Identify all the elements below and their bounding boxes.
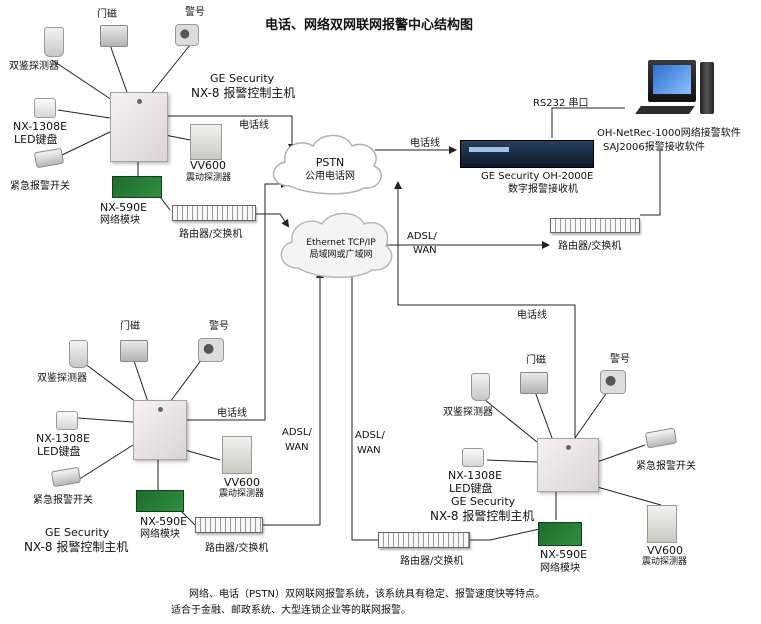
- site3-keypad-model: NX-1308E: [448, 469, 503, 482]
- center-phone-line-label: 电话线: [410, 138, 440, 149]
- siren-icon: [600, 370, 626, 394]
- center-wan-label: WAN: [413, 245, 437, 256]
- site2-nx8-model: NX-8: [24, 540, 53, 554]
- keypad-icon: [462, 448, 484, 467]
- network-module-icon: [112, 176, 162, 198]
- site1-phone-line-label: 电话线: [239, 120, 269, 131]
- site2-module-model: NX-590E: [140, 515, 188, 528]
- site2-vv600-model: VV600: [224, 476, 261, 489]
- monitor-icon: [648, 60, 696, 102]
- site2-adsl-label: ADSL/: [282, 427, 312, 438]
- network-module-icon: [136, 490, 184, 512]
- router-icon: [172, 205, 256, 221]
- ethernet-cloud: [280, 212, 393, 278]
- site2-wan-label: WAN: [285, 442, 309, 453]
- keypad-icon: [34, 98, 56, 118]
- site2-keypad-name: LED键盘: [37, 445, 81, 458]
- software-2-label: SAJ2006报警接收软件: [603, 142, 705, 153]
- footer-line-1: 网络、电话（PSTN）双网联网报警系统，该系统具有稳定、报警速度快等特点。: [189, 589, 545, 600]
- site2-nx8-name: 报警控制主机: [56, 540, 129, 554]
- site2-ge-security: GE Security: [45, 526, 110, 539]
- site1-nx8-name: 报警控制主机: [223, 86, 296, 100]
- site2-dual-detector-label: 双鉴探测器: [37, 373, 87, 384]
- site3-keypad-name: LED键盘: [449, 482, 493, 495]
- site2-module-name: 网络模块: [140, 529, 180, 540]
- control-panel-icon: [537, 438, 599, 492]
- receiver-model: GE Security OH-2000E: [481, 171, 594, 182]
- rs232-label: RS232 串口: [533, 98, 589, 109]
- dual-detector-icon: [471, 373, 490, 401]
- control-panel-icon: [110, 92, 168, 162]
- computer-tower-icon: [700, 62, 714, 114]
- site2-router-label: 路由器/交换机: [205, 543, 269, 554]
- site1-siren-label: 警号: [185, 7, 205, 18]
- site3-phone-line-label: 电话线: [517, 310, 547, 321]
- center-router-label: 路由器/交换机: [558, 241, 622, 252]
- site2-keypad-model: NX-1308E: [36, 432, 91, 445]
- site2-panic-switch-label: 紧急报警开关: [33, 495, 93, 506]
- pstn-name: 公用电话网: [305, 171, 355, 182]
- siren-icon: [198, 338, 224, 362]
- dual-detector-icon: [44, 27, 64, 57]
- router-icon: [550, 218, 640, 233]
- site3-module-model: NX-590E: [540, 548, 588, 561]
- site3-panic-switch-label: 紧急报警开关: [636, 461, 696, 472]
- vibration-detector-icon: [190, 124, 222, 160]
- site3-vv600-name: 震动探测器: [642, 557, 688, 567]
- site2-door-contact-label: 门磁: [120, 321, 140, 332]
- receiver-name: 数字报警接收机: [508, 184, 578, 195]
- keypad-icon: [56, 411, 78, 430]
- vibration-detector-icon: [647, 505, 677, 543]
- software-1-label: OH-NetRec-1000网络接警软件: [597, 128, 741, 139]
- site2-siren-label: 警号: [209, 321, 229, 332]
- site3-module-name: 网络模块: [540, 563, 580, 574]
- dual-detector-icon: [69, 340, 88, 368]
- site3-ge-security: GE Security: [451, 495, 516, 508]
- site1-router-label: 路由器/交换机: [179, 229, 243, 240]
- site1-keypad-name: LED键盘: [14, 133, 58, 146]
- site1-module-model: NX-590E: [100, 201, 148, 214]
- network-module-icon: [538, 522, 582, 546]
- door-contact-icon: [520, 372, 548, 394]
- site1-ge-security: GE Security: [210, 72, 275, 85]
- router-icon: [195, 517, 263, 533]
- site1-vv600-name: 震动探测器: [186, 173, 232, 183]
- site3-adsl-label: ADSL/: [355, 430, 385, 441]
- vibration-detector-icon: [222, 436, 252, 474]
- site3-router-label: 路由器/交换机: [400, 556, 464, 567]
- site1-nx8-model: NX-8: [191, 86, 220, 100]
- pstn-label: PSTN: [315, 156, 345, 169]
- control-panel-icon: [133, 400, 187, 460]
- site1-vv600-model: VV600: [190, 159, 227, 172]
- diagram-title: 电话、网络双网联网报警中心结构图: [265, 18, 474, 33]
- site2-phone-line-label: 电话线: [217, 408, 247, 419]
- site3-vv600-model: VV600: [647, 544, 684, 557]
- site1-dual-detector-label: 双鉴探测器: [9, 61, 59, 72]
- site1-panic-switch-label: 紧急报警开关: [10, 181, 70, 192]
- ethernet-name: 局域网或广域网: [309, 250, 373, 260]
- site1-module-name: 网络模块: [100, 215, 140, 226]
- site3-wan-label: WAN: [357, 445, 381, 456]
- site3-dual-detector-label: 双鉴探测器: [443, 407, 493, 418]
- receiver-icon: [460, 140, 594, 168]
- site3-siren-label: 警号: [610, 354, 630, 365]
- site3-nx8-name: 报警控制主机: [462, 509, 535, 523]
- pstn-cloud: [272, 134, 382, 195]
- ethernet-label: Ethernet TCP/IP: [306, 238, 376, 248]
- door-contact-icon: [100, 25, 128, 47]
- keyboard-icon: [635, 106, 695, 114]
- center-adsl-label: ADSL/: [407, 231, 437, 242]
- footer-line-2: 适合于金融、邮政系统、大型连锁企业等的联网报警。: [171, 605, 411, 616]
- site3-nx8-model: NX-8: [430, 509, 459, 523]
- router-icon: [378, 532, 470, 548]
- door-contact-icon: [120, 340, 148, 362]
- siren-icon: [175, 24, 199, 46]
- site1-door-contact-label: 门磁: [97, 9, 117, 20]
- site1-keypad-model: NX-1308E: [13, 120, 68, 133]
- site3-door-contact-label: 门磁: [526, 355, 546, 366]
- site2-vv600-name: 震动探测器: [219, 489, 265, 499]
